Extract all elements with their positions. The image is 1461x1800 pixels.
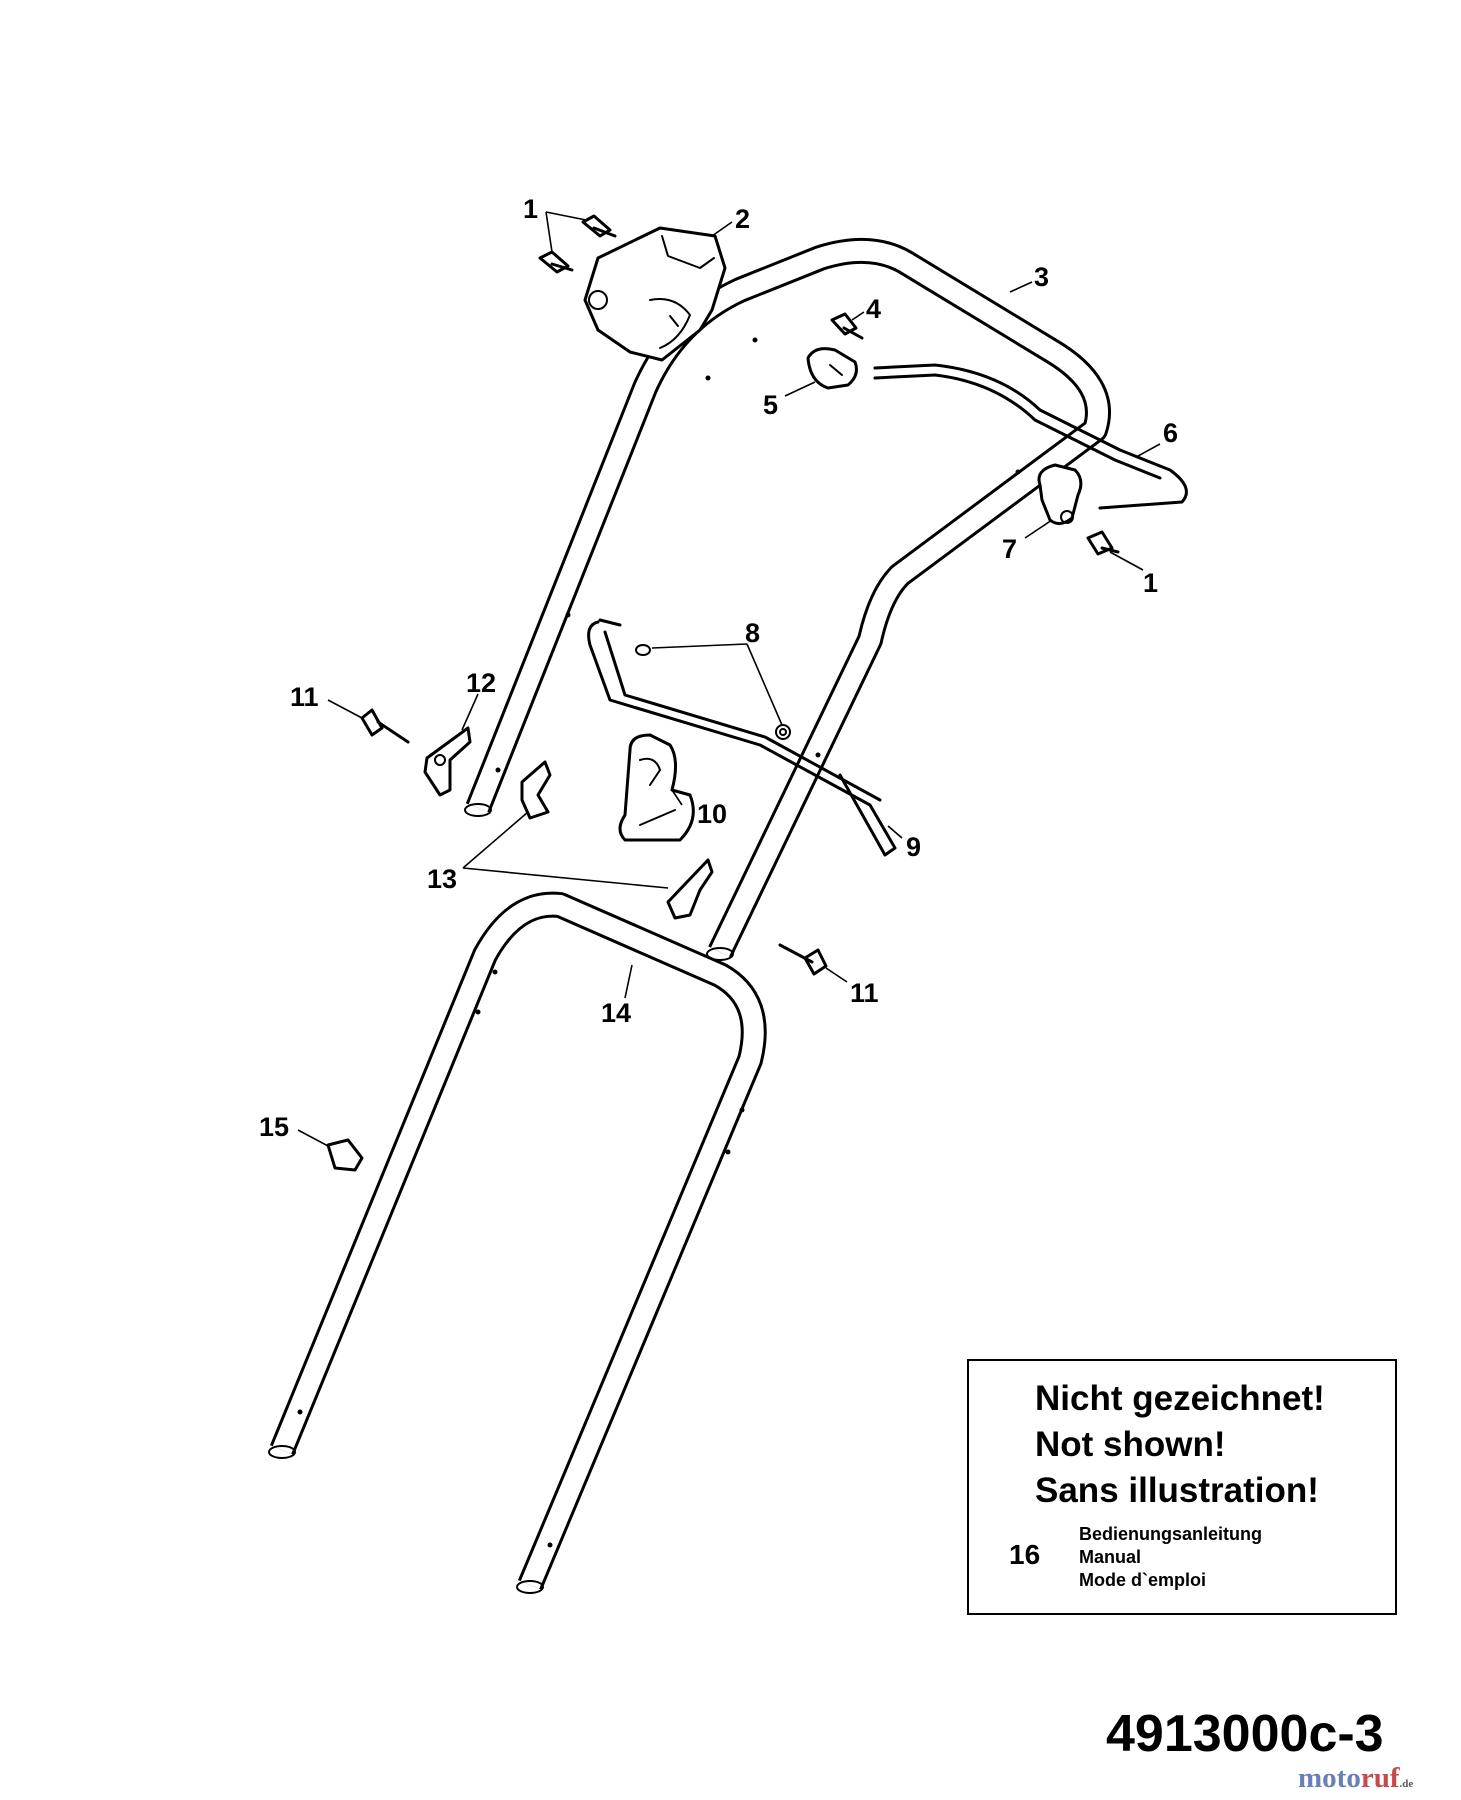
callout-1-top: 1 — [523, 194, 538, 224]
callout-1-right: 1 — [1143, 568, 1158, 598]
callout-7: 7 — [1002, 534, 1017, 564]
callout-12: 12 — [466, 668, 496, 698]
watermark-part1: moto — [1298, 1762, 1361, 1794]
callout-10: 10 — [697, 799, 727, 829]
safety-bail — [587, 618, 897, 857]
leader-lines — [297, 211, 1161, 1147]
not-shown-fr: Sans illustration! — [1035, 1471, 1319, 1510]
drawing-code: 4913000c-3 — [1106, 1705, 1384, 1763]
not-shown-box: Nicht gezeichnet! Not shown! Sans illust… — [967, 1359, 1397, 1615]
lever-bracket — [618, 733, 695, 842]
callout-3: 3 — [1034, 262, 1049, 292]
upper-handle-tube — [464, 237, 1111, 961]
bolt-11b — [778, 943, 828, 976]
screw-4 — [830, 312, 858, 336]
not-shown-item-fr: Mode d`emploi — [1079, 1570, 1206, 1590]
bracket-12 — [423, 726, 472, 797]
callout-8: 8 — [745, 618, 760, 648]
callout-2: 2 — [735, 204, 750, 234]
not-shown-en: Not shown! — [1035, 1425, 1226, 1464]
switch-housing — [583, 226, 727, 362]
callout-6: 6 — [1163, 418, 1178, 448]
screw-pair-top — [538, 214, 617, 274]
watermark-logo: motoruf.de — [1298, 1762, 1413, 1795]
callout-5: 5 — [763, 390, 778, 420]
callout-13: 13 — [427, 864, 457, 894]
callout-14: 14 — [601, 998, 631, 1028]
watermark-part2: ruf — [1360, 1762, 1400, 1794]
lower-handle-tube — [268, 891, 767, 1594]
wing-knob-13b — [666, 858, 714, 920]
callout-4: 4 — [866, 294, 881, 324]
bolt-11a — [360, 708, 410, 744]
callout-11-right: 11 — [850, 978, 879, 1008]
not-shown-item-de: Bedienungsanleitung — [1079, 1524, 1263, 1544]
wing-knob-13a — [520, 760, 552, 820]
plug-15 — [326, 1138, 364, 1172]
not-shown-de: Nicht gezeichnet! — [1035, 1379, 1325, 1418]
washer-8a — [635, 644, 651, 656]
not-shown-item-number: 16 — [1009, 1539, 1041, 1570]
washer-8b — [775, 724, 791, 740]
control-rod — [873, 363, 1188, 510]
callout-9: 9 — [906, 832, 921, 862]
watermark-tld: .de — [1399, 1778, 1414, 1790]
clamp-7 — [1037, 463, 1083, 525]
not-shown-item-en: Manual — [1079, 1547, 1142, 1567]
callout-15: 15 — [259, 1112, 289, 1142]
callout-labels: 1 2 3 4 5 6 7 1 8 11 12 10 9 13 11 14 15 — [259, 194, 1178, 1142]
clip-5 — [806, 347, 858, 390]
callout-11-left: 11 — [290, 682, 319, 712]
